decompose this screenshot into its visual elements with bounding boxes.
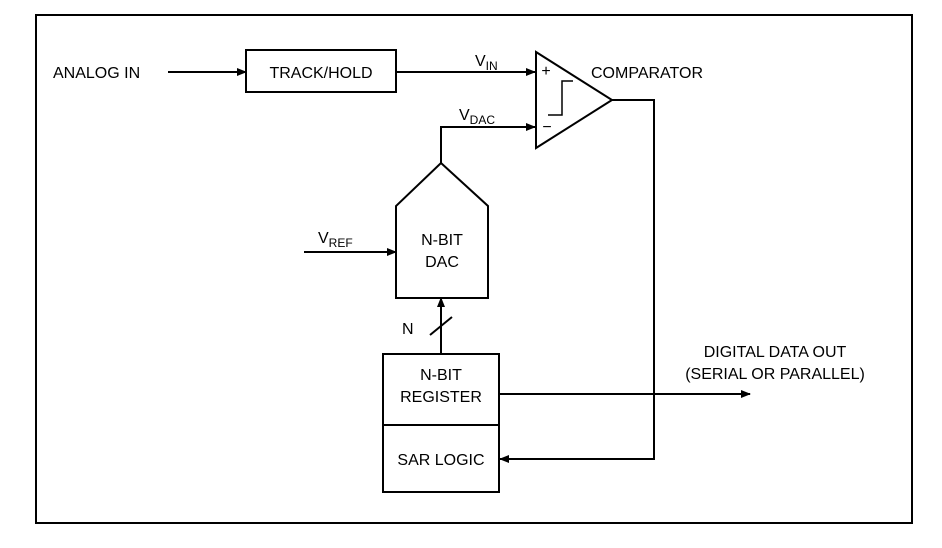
- vref-label: VREF: [318, 230, 353, 250]
- vdac-label: VDAC: [459, 107, 495, 127]
- diagram-frame: [35, 14, 913, 524]
- vref-label-sub: REF: [329, 236, 353, 250]
- dac-block: [395, 161, 489, 299]
- analog-in-label: ANALOG IN: [53, 65, 140, 82]
- dac-label-line1: N-BIT: [421, 232, 463, 249]
- vin-label-main: V: [475, 53, 486, 70]
- vref-label-main: V: [318, 230, 329, 247]
- dac-label-line2: DAC: [425, 254, 459, 271]
- register-sar-block: [382, 353, 500, 493]
- digital-out-label-line1: DIGITAL DATA OUT: [704, 344, 847, 361]
- track-hold-label: TRACK/HOLD: [269, 65, 372, 82]
- register-label-line2: REGISTER: [400, 389, 482, 406]
- track-hold-block: [245, 49, 397, 93]
- comparator-output-line: [499, 99, 655, 463]
- bus-width-label: N: [402, 321, 414, 338]
- comparator-minus-sign: −: [542, 119, 551, 136]
- comparator-plus-sign: +: [541, 63, 550, 80]
- comparator-step-icon: [548, 80, 573, 116]
- vdac-label-sub: DAC: [470, 113, 496, 127]
- register-label-line1: N-BIT: [420, 367, 462, 384]
- comparator-triangle: [535, 50, 614, 150]
- vin-label: VIN: [475, 53, 498, 73]
- sar-logic-label: SAR LOGIC: [397, 452, 484, 469]
- vdac-label-main: V: [459, 107, 470, 124]
- comparator-label: COMPARATOR: [591, 65, 703, 82]
- digital-out-label-line2: (SERIAL OR PARALLEL): [685, 366, 865, 383]
- vin-label-sub: IN: [486, 59, 498, 73]
- bus-slash: [429, 316, 453, 336]
- vdac-line: [440, 123, 536, 163]
